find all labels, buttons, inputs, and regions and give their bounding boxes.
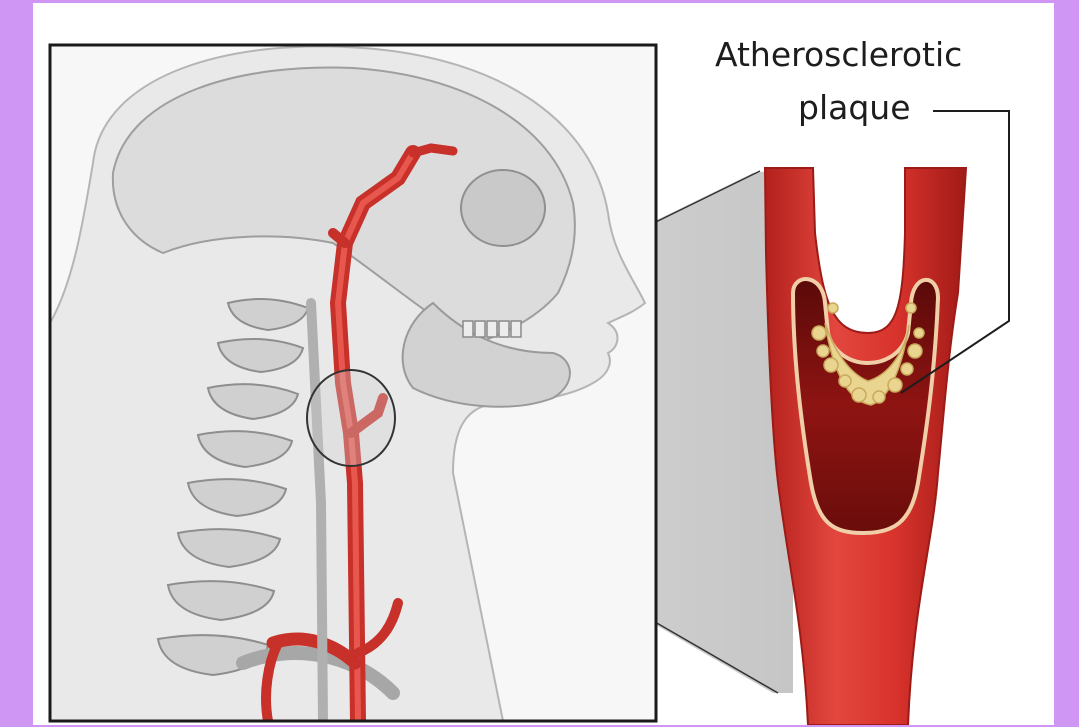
zoom-circle	[307, 370, 395, 466]
diagram-canvas: Atherosclerotic plaque	[33, 3, 1054, 725]
eye-socket	[461, 170, 545, 246]
enlarged-artery	[765, 168, 966, 725]
artery-lumen	[793, 279, 938, 533]
callout-label-line2: plaque	[798, 91, 911, 124]
head-anatomy-panel	[50, 45, 656, 721]
callout-label-line1: Atherosclerotic	[715, 38, 962, 71]
teeth	[463, 321, 521, 337]
